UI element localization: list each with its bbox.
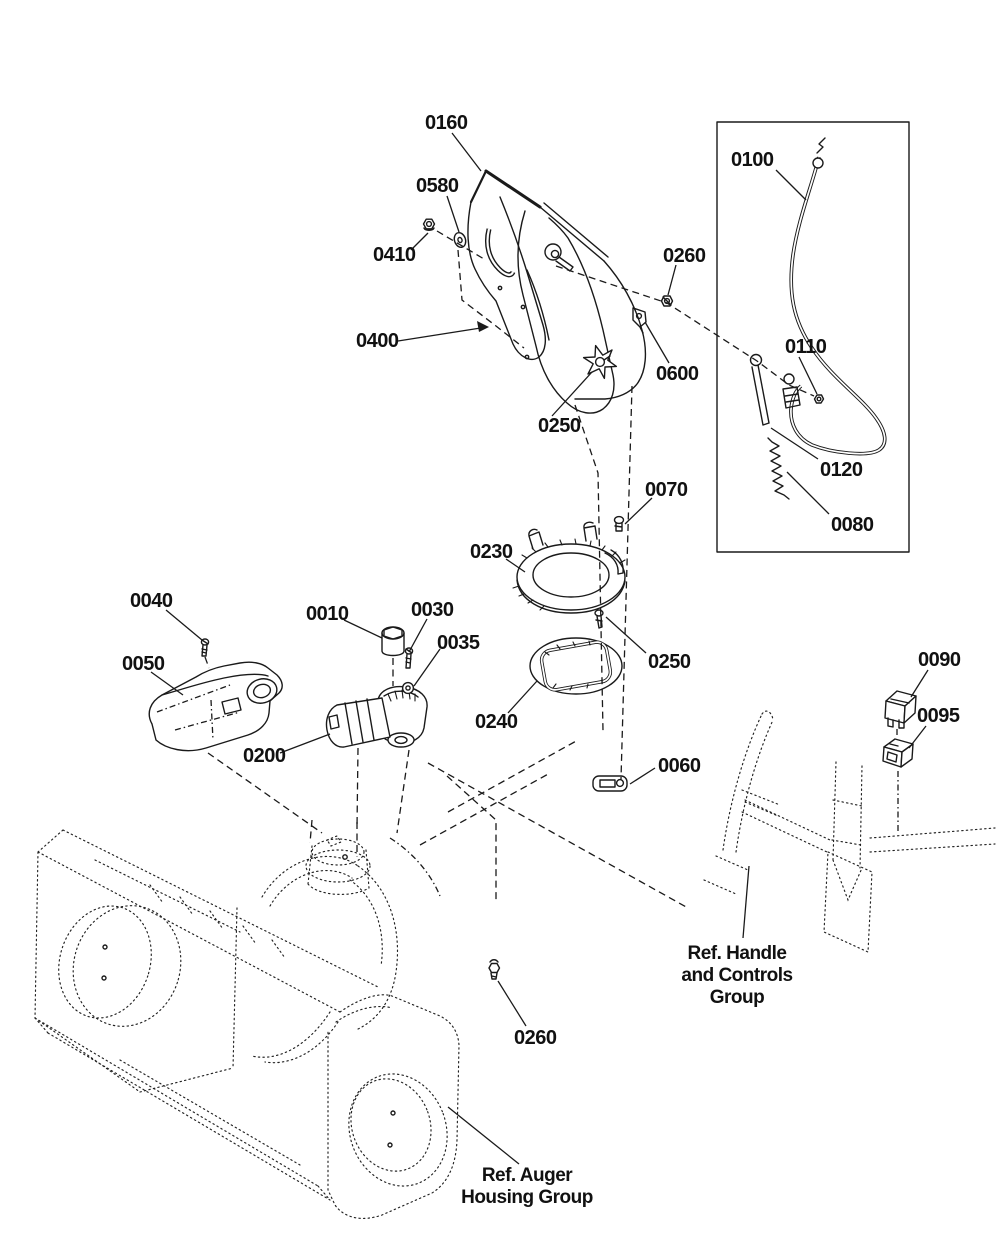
leader-lines	[150, 132, 929, 1165]
switch-0090-drawing	[884, 690, 917, 729]
callout-0100: 0100	[731, 149, 774, 171]
callout-0160: 0160	[425, 112, 468, 134]
callout-0070: 0070	[645, 479, 688, 501]
chute-deflector-drawing	[467, 169, 647, 414]
callout-0080: 0080	[831, 514, 874, 536]
arrowhead	[477, 321, 489, 332]
callout-0250-deflector: 0250	[538, 415, 581, 437]
callout-0050: 0050	[122, 653, 165, 675]
clip-0600-drawing	[632, 307, 647, 334]
ref-handle-line2: and Controls	[681, 965, 792, 986]
ref-handle-line1: Ref. Handle	[687, 943, 786, 964]
cable-wire-end	[816, 137, 826, 154]
ref-auger-line1: Ref. Auger	[482, 1165, 573, 1186]
callout-0035: 0035	[437, 632, 480, 654]
plate-0060-drawing	[592, 775, 628, 792]
callout-0010: 0010	[306, 603, 349, 625]
callout-0410: 0410	[373, 244, 416, 266]
nut-0260-top-drawing	[660, 295, 674, 307]
chute-motor-drawing	[325, 685, 428, 748]
screw-0040-drawing	[200, 638, 210, 657]
ref-handle-line3: Group	[710, 987, 765, 1008]
chute-hardware	[422, 218, 674, 792]
auger-housing-sketch	[34, 829, 460, 1219]
callout-0200: 0200	[243, 745, 286, 767]
callout-0400: 0400	[356, 330, 399, 352]
cable-ball-fitting	[812, 157, 824, 169]
callout-0240: 0240	[475, 711, 518, 733]
callout-0260-top: 0260	[663, 245, 706, 267]
callout-0600: 0600	[656, 363, 699, 385]
callout-0060: 0060	[658, 755, 701, 777]
handle-controls-sketch	[703, 710, 996, 953]
assembly-dashed-lines	[204, 230, 899, 909]
screw-0250-drawing	[594, 609, 604, 629]
callout-0090: 0090	[918, 649, 961, 671]
callout-labels: 0160 0580 0410 0400 0250 0260 0600 0100 …	[122, 112, 961, 1049]
callout-0120: 0120	[820, 459, 863, 481]
connector-0095-drawing	[882, 738, 914, 768]
eyebolt-drawing	[749, 353, 770, 426]
callout-0250-screw: 0250	[648, 651, 691, 673]
callout-0580: 0580	[416, 175, 459, 197]
callout-0040: 0040	[130, 590, 173, 612]
washer-0035-drawing	[401, 681, 415, 695]
spring-drawing	[767, 437, 790, 500]
callout-0230: 0230	[470, 541, 513, 563]
bolt-0260-bottom-drawing	[488, 959, 501, 980]
callout-0110: 0110	[785, 336, 827, 358]
nut-0410-drawing	[422, 218, 436, 230]
gasket-drawing	[529, 637, 623, 695]
callout-0260-bottom: 0260	[514, 1027, 557, 1049]
star-knob-drawing	[582, 344, 618, 380]
callout-0030: 0030	[411, 599, 454, 621]
hex-cap-0010-drawing	[381, 626, 405, 657]
screw-0070-drawing	[613, 515, 625, 532]
callout-0095: 0095	[917, 705, 960, 727]
cable-nut-drawing	[813, 394, 825, 404]
chute-ring-drawing	[512, 521, 626, 614]
ref-auger-line2: Housing Group	[461, 1187, 593, 1208]
washer-0580-drawing	[453, 231, 467, 249]
inset-border	[716, 121, 910, 553]
chute-cable-drawing	[782, 137, 887, 456]
cable-eye-fitting	[783, 373, 795, 385]
reference-captions: Ref. Auger Housing Group Ref. Handle and…	[461, 943, 793, 1208]
cover-drawing	[148, 661, 283, 752]
